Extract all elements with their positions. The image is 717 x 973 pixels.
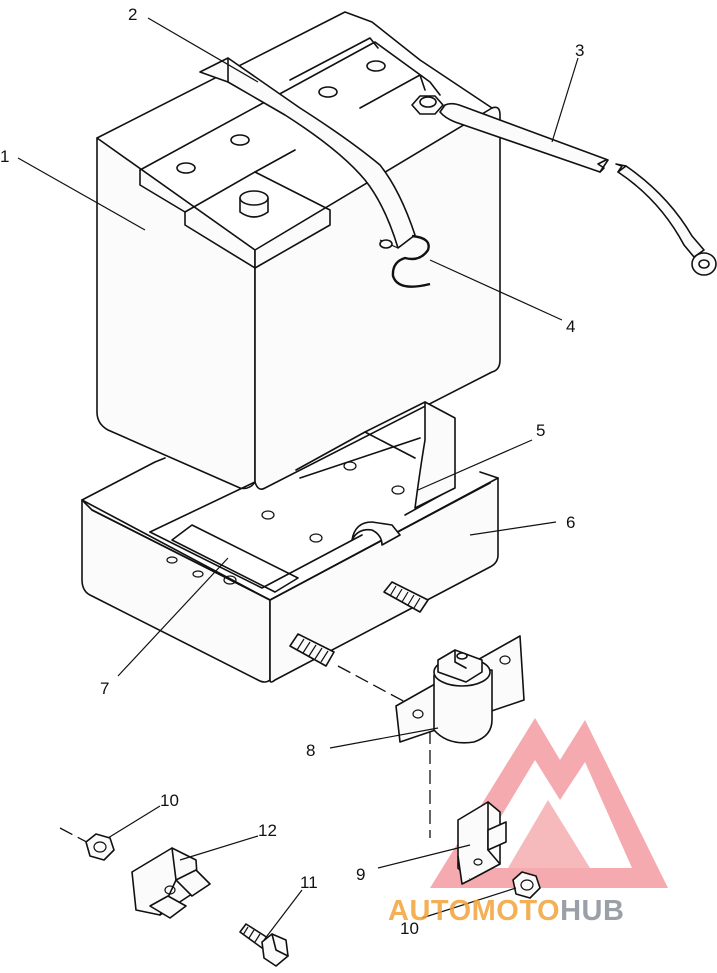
watermark-triangle-icon — [430, 718, 668, 888]
callout-3: 3 — [575, 41, 584, 60]
callout-1: 1 — [0, 147, 9, 166]
watermark-logo — [430, 718, 668, 888]
hex-bolt — [239, 923, 289, 967]
callout-12: 12 — [258, 821, 277, 840]
svg-text:AUTOMOTOHUB: AUTOMOTOHUB — [388, 895, 624, 927]
watermark-inner-triangle-icon — [508, 800, 590, 868]
watermark-text-automoto: AUTOMOTO — [388, 895, 560, 927]
callout-10-upper: 10 — [160, 791, 179, 810]
callout-5: 5 — [536, 421, 545, 440]
solenoid-bracket — [395, 635, 525, 744]
callout-7: 7 — [100, 679, 109, 698]
hex-nut-right — [512, 871, 541, 899]
hold-down-strap — [199, 57, 416, 249]
leader-lines — [17, 17, 579, 941]
battery — [96, 11, 501, 490]
hex-nut-left — [85, 833, 115, 861]
callout-10-lower: 10 — [400, 919, 419, 938]
mounting-clip-left — [131, 847, 211, 919]
callout-6: 6 — [566, 513, 575, 532]
hook — [391, 234, 431, 288]
watermark-text-hub: HUB — [560, 895, 624, 927]
callout-labels: 1 2 3 4 5 6 7 8 9 10 10 11 12 — [0, 5, 584, 938]
threaded-stud-upper — [383, 581, 429, 613]
callout-4: 4 — [566, 317, 575, 336]
callout-8: 8 — [306, 741, 315, 760]
watermark-text: AUTOMOTOHUB — [388, 895, 624, 927]
callout-2: 2 — [128, 5, 137, 24]
callout-9: 9 — [356, 865, 365, 884]
callout-11: 11 — [300, 873, 318, 892]
threaded-stud-lower — [289, 633, 335, 667]
mounting-clip-right — [457, 801, 507, 885]
tray-pad — [171, 524, 299, 593]
battery-tray — [81, 401, 499, 683]
battery-cable — [439, 102, 717, 276]
